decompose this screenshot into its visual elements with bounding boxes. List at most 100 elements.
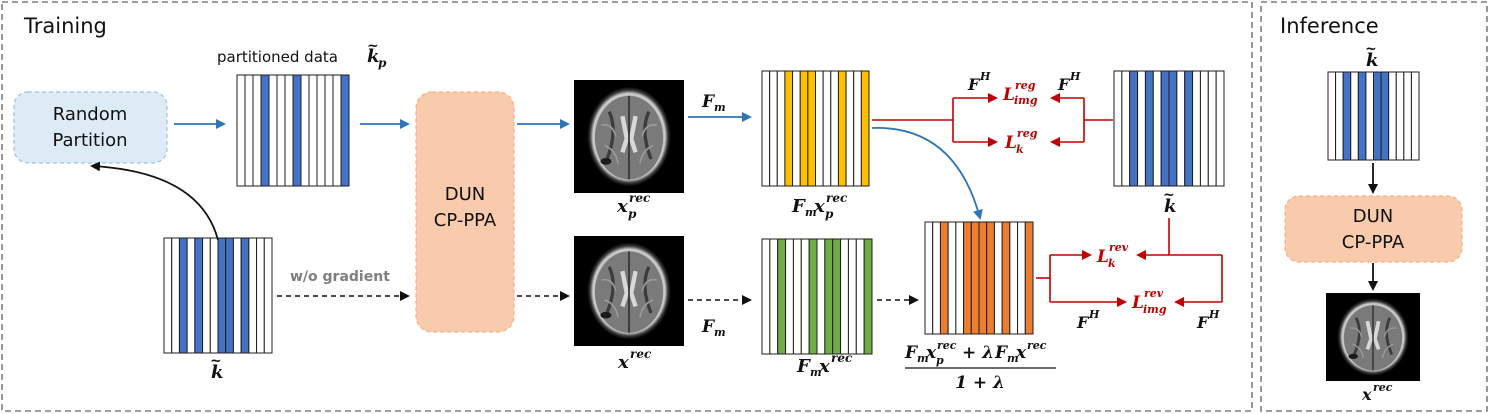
k-tilde-inference-tilde: ~ bbox=[1365, 41, 1377, 57]
stripe bbox=[853, 70, 862, 187]
inference-frame bbox=[1260, 1, 1488, 412]
stripe bbox=[1380, 71, 1390, 161]
l-img-rev-sub: img bbox=[1143, 303, 1167, 316]
k-tilde-right-stripes bbox=[1113, 70, 1225, 187]
stripe bbox=[807, 70, 816, 187]
brain-mri-image-xp bbox=[574, 80, 684, 193]
stripe bbox=[340, 74, 350, 187]
stripe bbox=[324, 74, 334, 187]
l-img-rev: L bbox=[1131, 293, 1144, 313]
stripe bbox=[1176, 70, 1186, 187]
l-img-reg-sup: reg bbox=[1015, 79, 1036, 92]
fmx-label-rec: rec bbox=[831, 351, 853, 365]
fmxp-label-p: p bbox=[825, 207, 834, 221]
stripe bbox=[268, 74, 278, 187]
kp-tilde: ~ bbox=[367, 38, 379, 54]
stripe bbox=[970, 221, 980, 335]
stripe bbox=[1152, 70, 1162, 187]
stripe bbox=[986, 221, 995, 335]
wo-gradient-label: w/o gradient bbox=[290, 269, 390, 285]
stripe bbox=[932, 221, 941, 335]
stripe bbox=[1207, 70, 1217, 187]
k-tilde-input-label: k bbox=[211, 362, 223, 383]
stripe bbox=[845, 70, 855, 187]
stripe bbox=[1365, 71, 1374, 161]
stripe bbox=[276, 74, 286, 187]
svg-text:F: F bbox=[994, 343, 1009, 363]
l-k-reg: L bbox=[1004, 133, 1017, 153]
stripe bbox=[240, 237, 250, 354]
fm-x-rec-stripes bbox=[761, 238, 873, 355]
fmx-label-x: x bbox=[818, 356, 830, 377]
stripe bbox=[232, 237, 242, 354]
stripe bbox=[1342, 71, 1352, 161]
x-rec-label: x bbox=[617, 352, 629, 373]
x-rec-sup: rec bbox=[630, 347, 652, 361]
k-tilde-input-stripes bbox=[163, 237, 273, 354]
rev-loss-connections bbox=[1036, 218, 1223, 307]
k-tilde-input-tilde: ~ bbox=[210, 353, 222, 369]
stripe bbox=[1009, 221, 1019, 335]
stripe bbox=[178, 237, 188, 354]
arrow-fmxp-to-combined bbox=[871, 127, 983, 220]
stripe bbox=[1335, 71, 1344, 161]
stripe bbox=[244, 74, 254, 187]
svg-text:x: x bbox=[1015, 343, 1027, 363]
stripe bbox=[799, 70, 809, 187]
xp-rec-sup: rec bbox=[629, 191, 651, 205]
reg-loss-connections bbox=[872, 93, 1113, 147]
stripe bbox=[1410, 71, 1420, 161]
stripe bbox=[1350, 71, 1359, 161]
xp-rec-label: x bbox=[616, 196, 628, 217]
l-k-reg-sup: reg bbox=[1017, 127, 1038, 140]
fh-label-3: F bbox=[1076, 313, 1090, 332]
stripe bbox=[792, 238, 802, 355]
stripe bbox=[1024, 221, 1034, 335]
stripe bbox=[855, 238, 865, 355]
random-partition-label-2: Partition bbox=[52, 130, 127, 151]
stripe bbox=[1144, 70, 1154, 187]
training-frame bbox=[1, 1, 1253, 412]
stripe bbox=[776, 70, 786, 187]
stripe bbox=[1388, 71, 1397, 161]
fmxp-label-F: F bbox=[791, 196, 806, 217]
stripe bbox=[830, 70, 839, 187]
l-img-reg-sub: img bbox=[1014, 94, 1038, 107]
stripe bbox=[837, 70, 847, 187]
stripe bbox=[284, 74, 294, 187]
dun-inference-box bbox=[1284, 195, 1463, 263]
stripe bbox=[263, 237, 273, 354]
svg-text:+ λ: + λ bbox=[962, 343, 994, 363]
stripe bbox=[300, 74, 310, 187]
stripe bbox=[316, 74, 326, 187]
brain-mri-image-x bbox=[574, 236, 684, 346]
dun-inference-label-2: CP-PPA bbox=[1342, 232, 1405, 253]
stripe bbox=[225, 237, 234, 354]
stripe bbox=[1113, 70, 1123, 187]
fm-label-top: F bbox=[701, 92, 716, 112]
stripe bbox=[939, 221, 949, 335]
random-partition-box bbox=[13, 91, 168, 164]
kp-subscript: p bbox=[378, 56, 387, 70]
fh-label-4: F bbox=[1196, 313, 1210, 332]
fraction-formula: F m x rec p + λ F m x rec 1 + λ bbox=[904, 339, 1056, 393]
stripe bbox=[824, 238, 834, 355]
stripe bbox=[785, 238, 794, 355]
fmxp-label-rec: rec bbox=[826, 191, 848, 205]
stripe bbox=[769, 238, 779, 355]
stripe bbox=[1192, 70, 1201, 187]
stripe bbox=[1357, 71, 1367, 161]
stripe bbox=[761, 238, 771, 355]
l-img-reg: L bbox=[1002, 85, 1015, 105]
dun-box bbox=[415, 91, 515, 333]
stripe bbox=[822, 70, 832, 187]
stripe bbox=[1327, 71, 1337, 161]
l-img-rev-sup: rev bbox=[1144, 287, 1164, 300]
random-partition-label-1: Random bbox=[53, 104, 128, 125]
stripe bbox=[1199, 70, 1209, 187]
fm-label-top-sub: m bbox=[714, 101, 726, 114]
stripe bbox=[248, 237, 258, 354]
stripe bbox=[1395, 71, 1405, 161]
svg-text:rec: rec bbox=[1027, 339, 1047, 352]
stripe bbox=[260, 74, 270, 187]
